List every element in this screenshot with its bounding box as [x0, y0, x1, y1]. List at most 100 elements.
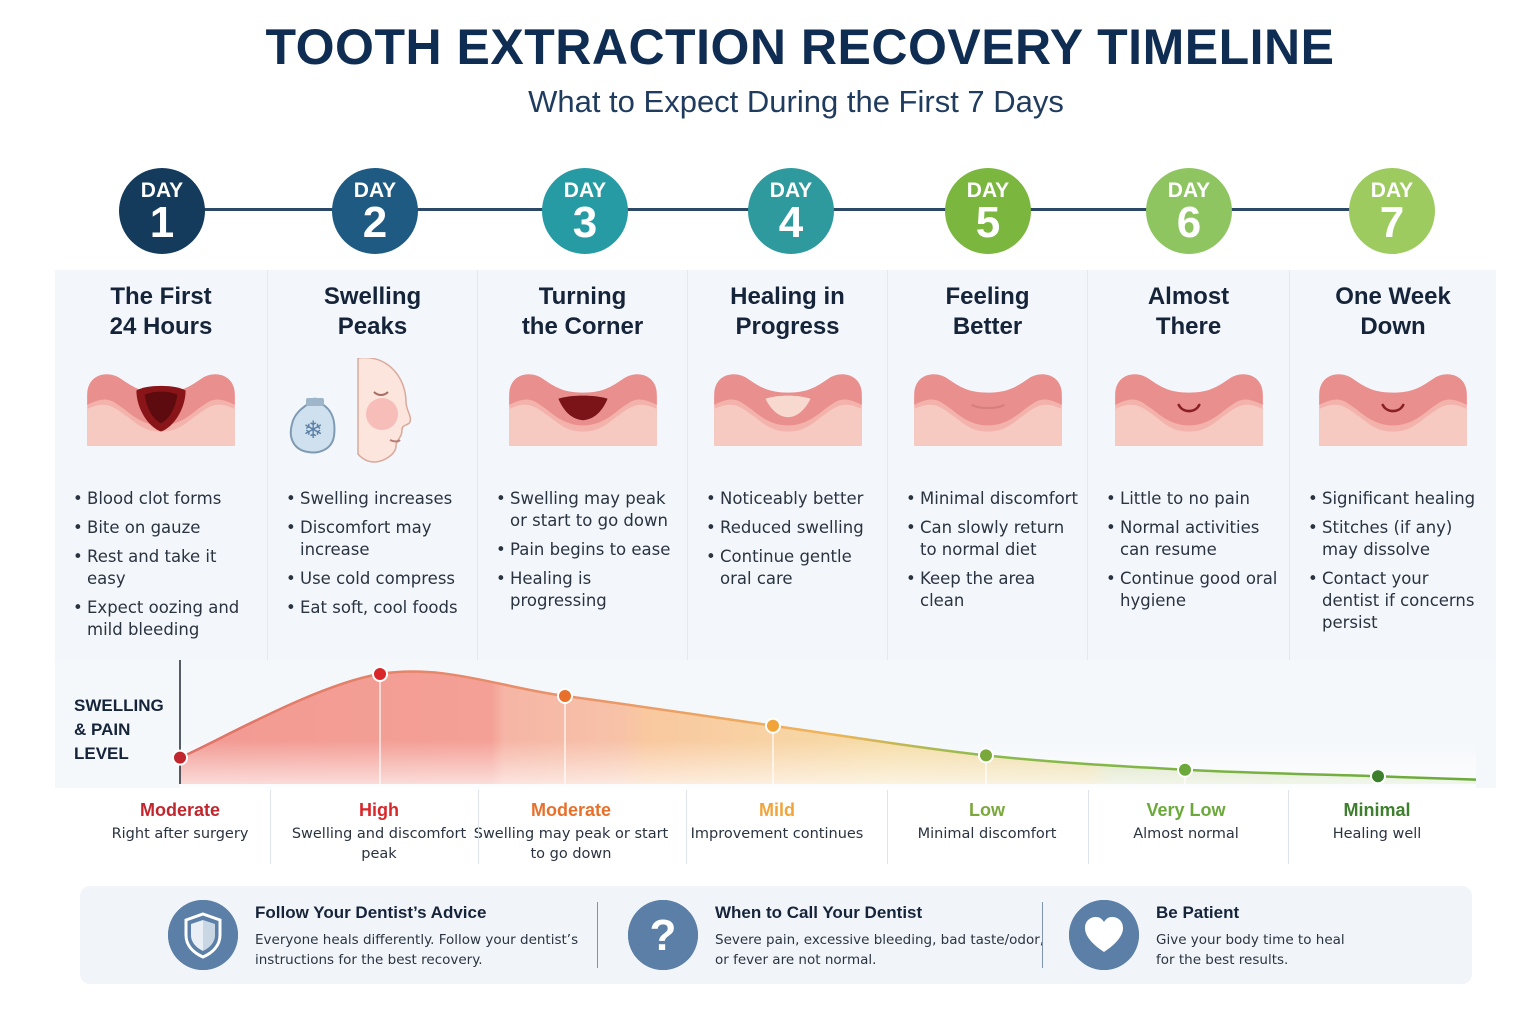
day-title-line: Progress [735, 313, 840, 340]
question-mark-icon: ? [628, 900, 698, 970]
day-column-7: One WeekDownSignificant healingStitches … [1290, 270, 1496, 660]
day-number: 5 [975, 198, 1001, 247]
day-title-line: Turning [538, 283, 627, 310]
day-bullets: Significant healingStitches (if any) may… [1308, 488, 1488, 641]
page-title: TOOTH EXTRACTION RECOVERY TIMELINE [265, 19, 1335, 75]
tip-dentist-advice: Follow Your Dentist’s Advice Everyone he… [168, 886, 588, 984]
level-description: Swelling may peak or start to go down [473, 826, 669, 862]
chart-background [55, 660, 1496, 788]
day-title: Turning the Corner [478, 282, 687, 342]
day-label: DAY [563, 179, 607, 202]
level-name: High [359, 800, 399, 820]
bullet-item: Discomfort may increase [286, 517, 469, 561]
day-number: 6 [1176, 198, 1202, 247]
level-name: Mild [759, 800, 795, 820]
chart-ylabel-line: LEVEL [74, 744, 129, 763]
bullet-item: Noticeably better [706, 488, 879, 510]
day-column-4: Healing inProgressNoticeably betterReduc… [688, 270, 888, 660]
tip-divider [597, 902, 598, 968]
day-number: 3 [572, 198, 598, 247]
tip-title: Be Patient [1156, 903, 1240, 922]
day-bullets: Swelling may peak or start to go downPai… [496, 488, 679, 619]
day-title-line: Feeling [945, 283, 1030, 310]
bullet-item: Continue gentle oral care [706, 546, 879, 590]
level-name: Moderate [139, 800, 220, 820]
day-bullets: Minimal discomfortCan slowly return to n… [906, 488, 1079, 619]
chart-ylabel-line: SWELLING [74, 696, 164, 715]
day-title-line: The First [110, 283, 212, 310]
level-description: Minimal discomfort [917, 826, 1057, 842]
bullet-item: Pain begins to ease [496, 539, 679, 561]
svg-text:❄: ❄ [302, 416, 322, 444]
bullet-item: Significant healing [1308, 488, 1488, 510]
day-number: 4 [778, 198, 804, 247]
gum-tissue-forming-icon [688, 358, 887, 468]
level-name: Moderate [530, 800, 611, 820]
gum-nearly-healed-icon [1088, 358, 1289, 468]
tip-description: Severe pain, excessive bleeding, bad tas… [715, 932, 1045, 968]
gum-healed-icon [1290, 358, 1496, 468]
day-label: DAY [1167, 179, 1211, 202]
level-description: Improvement continues [690, 826, 864, 842]
bullet-item: Reduced swelling [706, 517, 879, 539]
level-divider [686, 790, 687, 864]
day-number: 2 [362, 198, 388, 247]
shield-icon [168, 900, 238, 970]
day-title-line: Almost [1147, 283, 1230, 310]
day-title-line: Swelling [323, 283, 422, 310]
day-label: DAY [1370, 179, 1414, 202]
day-title-line: There [1155, 313, 1222, 340]
day-bullets: Noticeably betterReduced swellingContinu… [706, 488, 879, 597]
bullet-item: Continue good oral hygiene [1106, 568, 1281, 612]
bullet-item: Little to no pain [1106, 488, 1281, 510]
day-bullets: Little to no painNormal activities can r… [1106, 488, 1281, 619]
level-description: Swelling and discomfort peak [291, 826, 467, 862]
day-label: DAY [769, 179, 813, 202]
bullet-item: Contact your dentist if concerns persist [1308, 568, 1488, 634]
bullet-item: Rest and take it easy [73, 546, 259, 590]
tips-footer: Follow Your Dentist’s Advice Everyone he… [80, 886, 1472, 984]
day-column-6: AlmostThereLittle to no painNormal activ… [1088, 270, 1290, 660]
day-column-3: Turning the CornerSwelling may peak or st… [478, 270, 688, 660]
tip-be-patient: Be Patient Give your body time to heal f… [1069, 886, 1429, 984]
svg-text:?: ? [650, 911, 677, 960]
level-divider [478, 790, 479, 864]
bullet-item: Blood clot forms [73, 488, 259, 510]
level-description: Right after surgery [111, 826, 249, 842]
day-title-line: One Week [1335, 283, 1451, 310]
tip-when-to-call: ? When to Call Your Dentist Severe pain,… [628, 886, 1048, 984]
day-label: DAY [353, 179, 397, 202]
level-divider [270, 790, 271, 864]
day-title-line: Down [1360, 313, 1426, 340]
day-label: DAY [140, 179, 184, 202]
day-number: 1 [149, 198, 175, 247]
level-name: Low [969, 800, 1005, 820]
level-name: Minimal [1343, 800, 1411, 820]
level-divider [1088, 790, 1089, 864]
day-column-5: FeelingBetterMinimal discomfortCan slowl… [888, 270, 1088, 660]
extraction-socket-fresh-icon [55, 358, 267, 468]
day-bullets: Blood clot formsBite on gauzeRest and ta… [73, 488, 259, 648]
tip-title: Follow Your Dentist’s Advice [255, 903, 487, 922]
day-title-line: the Corner [521, 313, 644, 340]
extraction-socket-healing-icon [478, 358, 687, 468]
bullet-item: Expect oozing and mild bleeding [73, 597, 259, 641]
bullet-item: Eat soft, cool foods [286, 597, 469, 619]
